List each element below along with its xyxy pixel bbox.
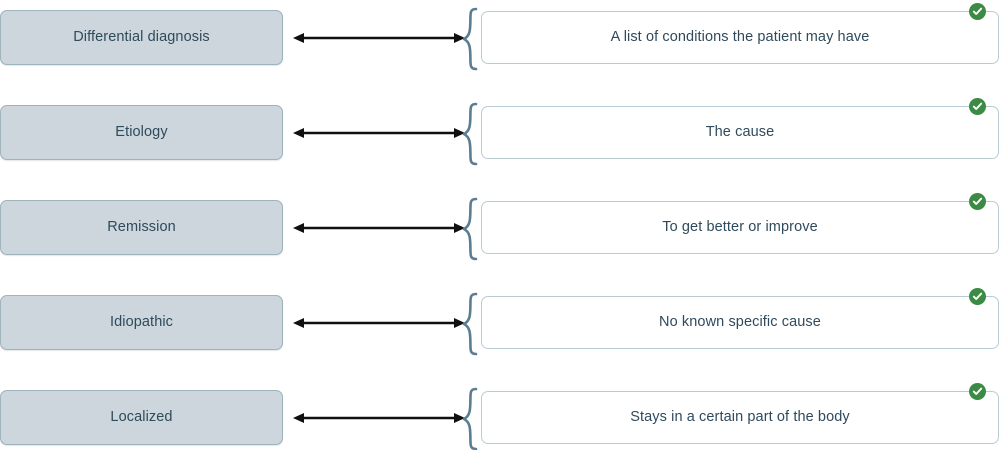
double-arrow-icon [293, 410, 465, 426]
definition-label: Stays in a certain part of the body [630, 408, 850, 425]
curly-brace-icon [461, 292, 481, 356]
curly-brace-icon [461, 387, 481, 450]
double-arrow-icon [293, 30, 465, 46]
check-circle-icon [969, 193, 986, 210]
definition-card-2[interactable]: To get better or improve [481, 201, 999, 254]
definition-card-4[interactable]: Stays in a certain part of the body [481, 391, 999, 444]
definition-label: The cause [705, 123, 775, 140]
double-arrow-icon [293, 220, 465, 236]
check-circle-icon [969, 3, 986, 20]
double-arrow-icon [293, 125, 465, 141]
term-card-2[interactable]: Remission [0, 200, 283, 255]
definition-label: To get better or improve [662, 218, 818, 235]
definition-card-0[interactable]: A list of conditions the patient may hav… [481, 11, 999, 64]
match-row: Differential diagnosis A list of conditio… [0, 3, 1000, 71]
curly-brace-icon [461, 7, 481, 71]
term-label: Localized [110, 408, 173, 425]
term-card-0[interactable]: Differential diagnosis [0, 10, 283, 65]
term-label: Differential diagnosis [73, 28, 210, 45]
term-card-3[interactable]: Idiopathic [0, 295, 283, 350]
definition-label: No known specific cause [659, 313, 821, 330]
definition-card-1[interactable]: The cause [481, 106, 999, 159]
term-label: Remission [107, 218, 176, 235]
term-label: Idiopathic [109, 313, 174, 330]
check-circle-icon [969, 98, 986, 115]
double-arrow-icon [293, 315, 465, 331]
term-label: Etiology [115, 123, 168, 140]
term-card-4[interactable]: Localized [0, 390, 283, 445]
check-circle-icon [969, 288, 986, 305]
match-row: Remission To get better or improve [0, 193, 1000, 261]
curly-brace-icon [461, 197, 481, 261]
match-row: Idiopathic No known specific cause [0, 288, 1000, 356]
curly-brace-icon [461, 102, 481, 166]
check-circle-icon [969, 383, 986, 400]
term-card-1[interactable]: Etiology [0, 105, 283, 160]
match-row: Localized Stays in a certain part of the … [0, 383, 1000, 450]
match-row: Etiology The cause [0, 98, 1000, 166]
definition-label: A list of conditions the patient may hav… [610, 28, 870, 45]
definition-card-3[interactable]: No known specific cause [481, 296, 999, 349]
